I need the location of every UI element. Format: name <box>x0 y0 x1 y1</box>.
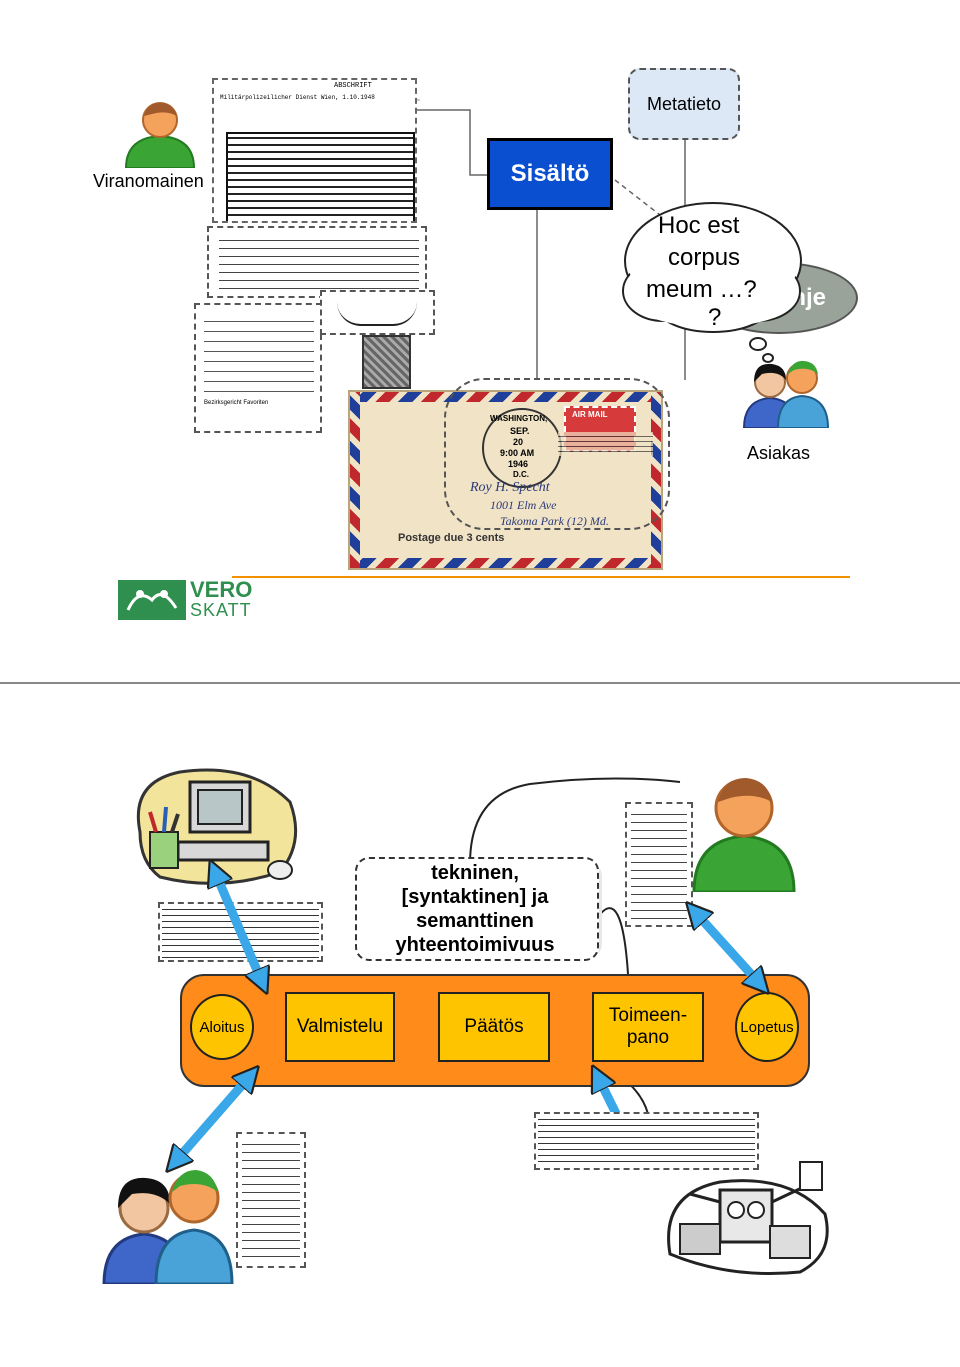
step-paatos-label: Päätös <box>464 1016 524 1037</box>
document-header: ABSCHRIFT <box>334 82 372 90</box>
customer-persons-icon <box>740 356 832 428</box>
official-person-icon <box>690 774 798 892</box>
document-line: Militärpolizeilicher Dienst Wien, 1.10.1… <box>220 94 375 101</box>
step-toimeenpano: Toimeen- pano <box>592 992 704 1062</box>
postmark-city: WASHINGTON, <box>490 414 548 423</box>
postmark-day: 20 <box>513 437 524 447</box>
signature-scribble <box>337 302 417 326</box>
postage-due-text: Postage due 3 cents <box>398 532 505 544</box>
customer-persons-icon <box>100 1162 235 1284</box>
document-bottom <box>236 1132 306 1268</box>
document-court: Bezirksgericht Favoriten <box>194 303 322 433</box>
end-label: Lopetus <box>740 1018 794 1036</box>
document-topright <box>625 802 693 927</box>
robot-machine-icon <box>650 1154 840 1279</box>
document-stamp <box>320 290 435 335</box>
logo-text-bottom: SKATT <box>190 600 252 620</box>
document-text-block <box>226 132 415 221</box>
step-paatos: Päätös <box>438 992 550 1062</box>
document-text-lines <box>219 236 419 291</box>
edi-message-bottom <box>534 1112 759 1170</box>
document-signature <box>207 226 427 298</box>
authority-label: Viranomainen <box>93 171 204 191</box>
step-valmistelu: Valmistelu <box>285 992 395 1062</box>
interop-line1: tekninen, <box>431 862 519 884</box>
cancel-lines <box>558 432 653 456</box>
revenue-stamp-icon <box>362 335 411 389</box>
end-node: Lopetus <box>735 992 799 1062</box>
postmark-time: 9:00 AM <box>500 448 535 458</box>
interop-box <box>355 857 599 961</box>
airmail-border <box>350 558 661 568</box>
envelope-frame <box>444 378 670 530</box>
step-toimeenpano-line1: Toimeen- <box>608 1005 688 1026</box>
airmail-border <box>651 392 661 568</box>
postmark-month: SEP. <box>510 426 530 436</box>
addressee-city: Takoma Park (12) Md. <box>500 514 609 528</box>
interop-line3: semanttinen <box>416 910 534 932</box>
airmail-stamp-text: AIR MAIL <box>572 410 608 419</box>
metadata-box: Metatieto <box>628 68 740 140</box>
vero-skatt-logo <box>118 580 186 620</box>
interop-line4: yhteentoimivuus <box>395 934 555 956</box>
cloud-text-line1: Hoc est <box>658 212 740 239</box>
document-main: ABSCHRIFT Militärpolizeilicher Dienst Wi… <box>212 78 417 223</box>
document-text-lines <box>631 810 687 919</box>
envelope-image: WASHINGTON, SEP. 20 9:00 AM 1946 D.C. AI… <box>348 390 663 570</box>
footer-rule <box>232 576 850 578</box>
authority-person-icon <box>122 98 198 168</box>
thought-cloud <box>618 196 808 376</box>
interop-line2: [syntaktinen] ja <box>401 886 549 908</box>
slide-separator <box>0 682 960 684</box>
content-box: Sisältö <box>487 138 613 210</box>
start-label: Aloitus <box>199 1018 245 1036</box>
logo-text-top: VERO <box>190 577 253 602</box>
cloud-text-line2: corpus <box>668 244 741 271</box>
content-label: Sisältö <box>510 160 590 187</box>
document-court-label: Bezirksgericht Favoriten <box>204 400 269 406</box>
addressee-name: Roy H. Specht <box>470 480 550 495</box>
document-text-lines <box>204 315 314 395</box>
metadata-label: Metatieto <box>646 93 722 114</box>
airmail-border <box>350 392 661 402</box>
document-text-lines <box>242 1140 300 1260</box>
postmark-dc: D.C. <box>513 470 529 479</box>
cloud-text-line3: meum …? <box>646 276 757 303</box>
edi-text-lines <box>538 1116 755 1166</box>
step-toimeenpano-line2: pano <box>626 1027 670 1048</box>
airmail-border <box>350 392 360 568</box>
slide-2: tekninen, [syntaktinen] ja semanttinen y… <box>0 684 960 1367</box>
postmark-year: 1946 <box>508 459 529 469</box>
step-valmistelu-label: Valmistelu <box>296 1016 384 1037</box>
cloud-text-line4: ? <box>708 304 722 331</box>
customer-label: Asiakas <box>747 443 811 463</box>
slide-1: Viranomainen ABSCHRIFT Militärpolizeilic… <box>0 0 960 683</box>
computer-icon <box>130 762 302 892</box>
addressee-street: 1001 Elm Ave <box>490 498 557 512</box>
